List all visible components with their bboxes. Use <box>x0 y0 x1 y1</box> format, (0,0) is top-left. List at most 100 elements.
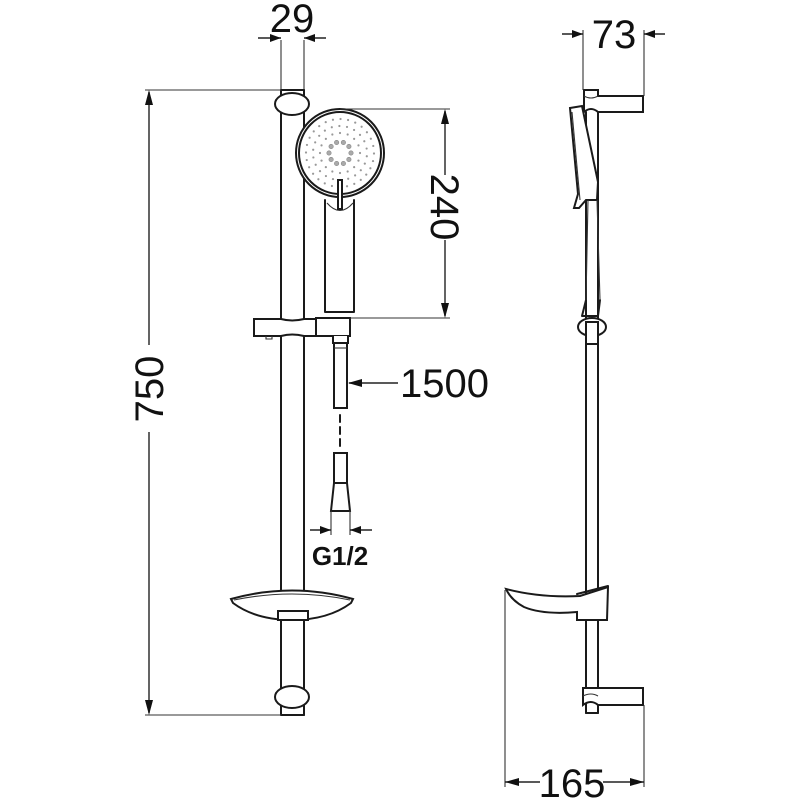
nozzle-dot <box>369 167 372 170</box>
nozzle-dot <box>358 133 362 136</box>
hose-upper <box>332 336 349 409</box>
dimension-total-height: 750 <box>128 89 281 716</box>
nozzle-dot-large <box>326 150 332 156</box>
nozzle-dot <box>318 124 321 128</box>
nozzle-dot <box>363 162 366 165</box>
dimension-hose-thread: G1/2 <box>310 511 372 571</box>
nozzle-dot <box>338 171 342 175</box>
nozzle-pattern <box>304 117 376 188</box>
hand-shower-length-label: 240 <box>422 174 466 241</box>
nozzle-dot <box>304 151 308 154</box>
nozzle-dot <box>314 163 317 166</box>
nozzle-dot <box>318 170 322 173</box>
nozzle-dot <box>354 174 357 177</box>
top-wall-bracket <box>274 92 310 116</box>
nozzle-dot <box>331 177 335 181</box>
soap-dish <box>229 589 355 622</box>
nozzle-dot-large <box>340 140 346 146</box>
nozzle-dot-large <box>328 144 334 150</box>
slider-holder <box>253 317 351 340</box>
dimension-bracket-depth: 73 <box>562 13 665 96</box>
nozzle-dot <box>353 182 356 185</box>
side-hand-shower <box>568 104 601 317</box>
nozzle-dot <box>312 156 315 159</box>
nozzle-dot <box>338 131 342 135</box>
side-view: 73 165 <box>504 13 665 800</box>
nozzle-dot <box>339 117 342 121</box>
nozzle-dot <box>359 178 362 182</box>
nozzle-dot <box>365 131 369 134</box>
side-top-bracket <box>583 89 644 115</box>
nozzle-dot <box>363 140 366 143</box>
nozzle-dot <box>324 166 327 169</box>
nozzle-dot <box>345 185 349 188</box>
nozzle-dot <box>330 184 334 188</box>
dimension-rail-width: 29 <box>258 0 326 42</box>
front-view: 29 750 240 1500 <box>128 0 489 716</box>
nozzle-dot <box>365 173 368 176</box>
dimension-hand-shower-length: 240 <box>340 108 466 319</box>
nozzle-dot <box>357 144 360 147</box>
nozzle-dot <box>312 148 315 151</box>
nozzle-dot <box>354 121 357 124</box>
nozzle-dot <box>353 137 356 140</box>
total-height-label: 750 <box>128 356 172 423</box>
nozzle-dot <box>358 151 362 155</box>
nozzle-dot <box>331 118 335 121</box>
nozzle-dot <box>371 159 375 163</box>
bracket-depth-label: 73 <box>592 13 637 57</box>
nozzle-dot <box>365 155 368 158</box>
nozzle-dot <box>365 147 368 150</box>
nozzle-dot <box>346 170 349 173</box>
nozzle-dot <box>345 125 349 129</box>
nozzle-dot-large <box>346 144 352 150</box>
nozzle-dot-large <box>340 160 346 166</box>
nozzle-dot-large <box>334 140 340 146</box>
dimension-soap-dish-projection: 165 <box>504 590 645 800</box>
nozzle-dot <box>346 118 350 122</box>
nozzle-dot <box>323 129 326 132</box>
hose-lower <box>329 452 352 512</box>
nozzle-dot <box>372 144 375 148</box>
side-bottom-bracket <box>582 687 644 707</box>
nozzle-dot <box>324 174 328 178</box>
nozzle-dot <box>324 137 327 140</box>
nozzle-dot <box>305 158 308 162</box>
rail-width-label: 29 <box>270 0 315 41</box>
nozzle-dot <box>360 125 363 128</box>
nozzle-dot <box>314 141 317 144</box>
nozzle-dot <box>357 159 360 162</box>
nozzle-dot <box>324 121 327 124</box>
nozzle-dot <box>353 166 356 169</box>
nozzle-dot <box>318 134 321 137</box>
nozzle-dot <box>359 169 362 172</box>
nozzle-dot <box>352 128 356 132</box>
side-soap-dish <box>504 585 610 621</box>
nozzle-dot <box>305 143 309 147</box>
nozzle-dot <box>312 130 315 133</box>
nozzle-dot <box>318 151 322 155</box>
nozzle-dot <box>308 136 311 139</box>
hose-length-label: 1500 <box>400 362 489 406</box>
nozzle-dot <box>331 170 334 173</box>
nozzle-dot-large <box>334 160 340 166</box>
side-slider <box>577 317 607 345</box>
nozzle-dot <box>346 133 349 136</box>
dimension-hose-length: 1500 <box>348 362 489 406</box>
nozzle-dot <box>311 172 315 175</box>
nozzle-dot-large <box>328 156 334 162</box>
nozzle-dot <box>330 126 333 129</box>
hand-shower <box>295 108 385 313</box>
bottom-wall-bracket <box>274 685 310 709</box>
nozzle-dot <box>372 152 376 155</box>
nozzle-dot <box>338 124 341 128</box>
nozzle-dot-large <box>348 150 354 156</box>
nozzle-dot <box>320 144 323 147</box>
nozzle-dot-large <box>346 156 352 162</box>
nozzle-dot <box>317 178 320 181</box>
nozzle-dot <box>347 177 350 180</box>
nozzle-dot <box>331 133 334 136</box>
nozzle-dot <box>320 159 323 162</box>
soap-dish-projection-label: 165 <box>539 762 606 800</box>
